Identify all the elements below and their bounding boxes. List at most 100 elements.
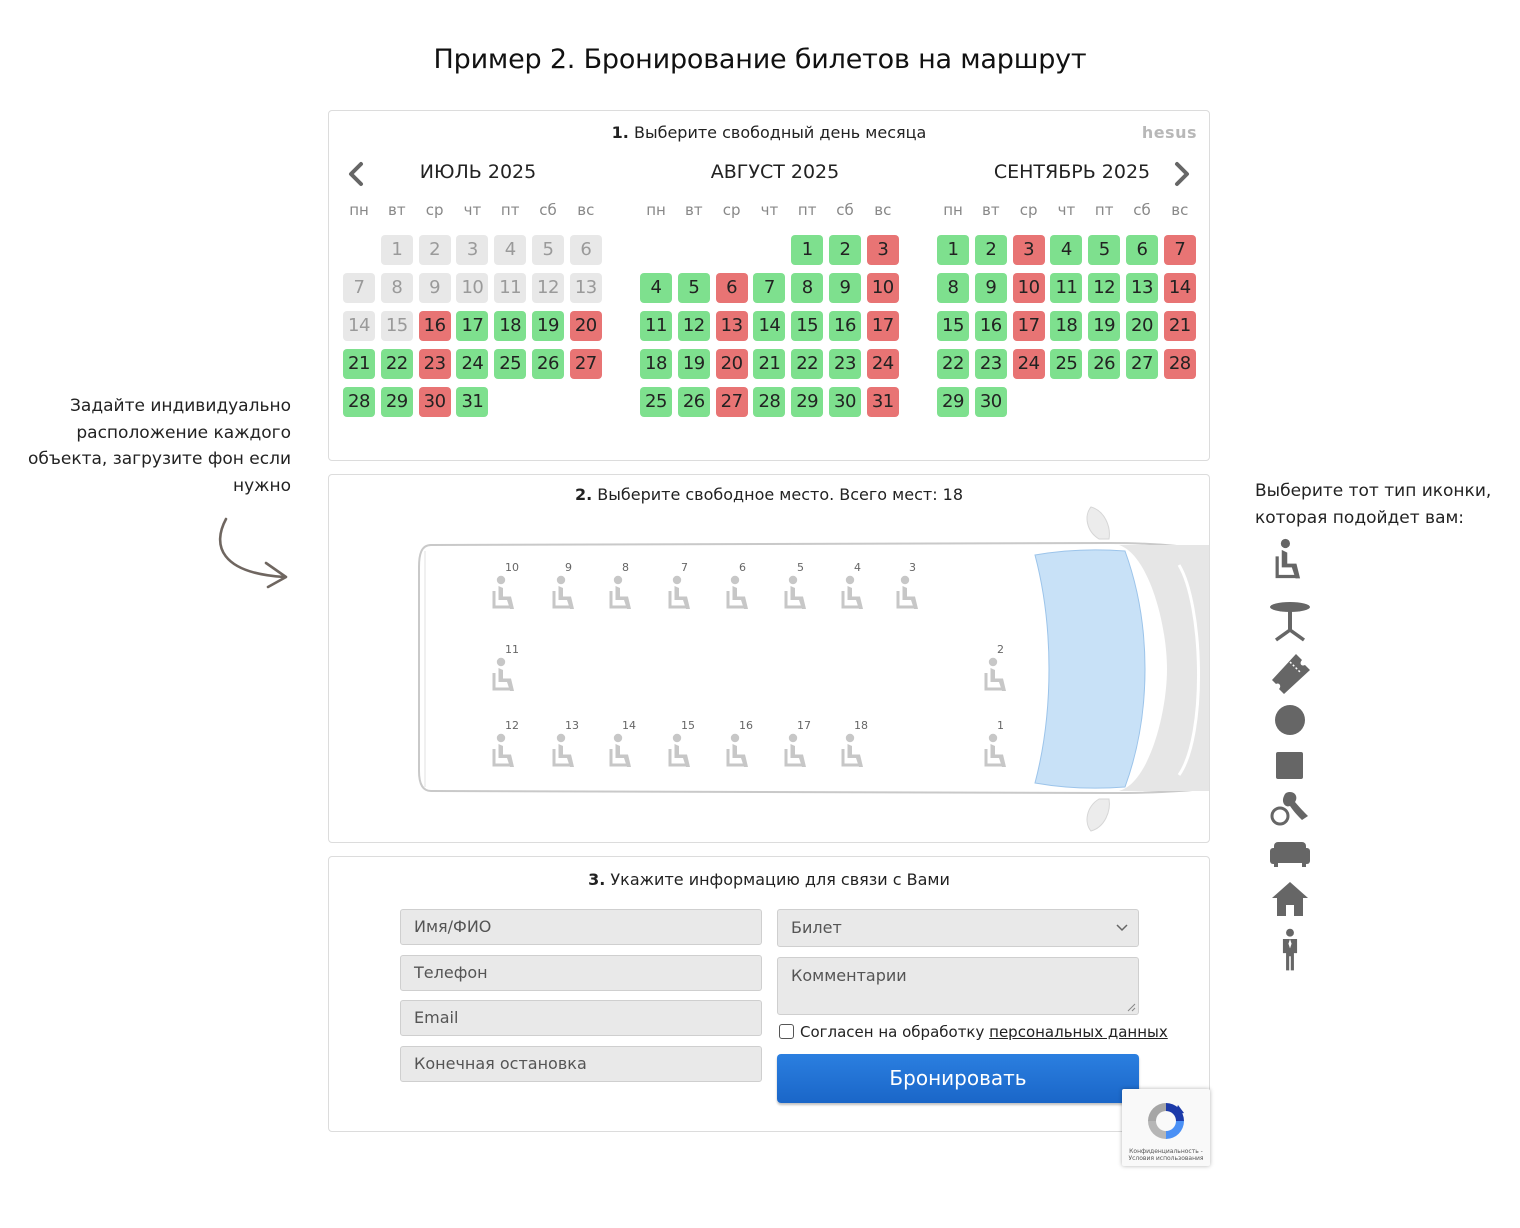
day-cell-free[interactable]: 25 (1050, 349, 1083, 379)
day-cell-free[interactable]: 15 (791, 311, 824, 341)
day-cell-free[interactable]: 5 (677, 273, 710, 303)
ticket-select[interactable]: Билет (777, 909, 1139, 947)
day-cell-free[interactable]: 11 (640, 311, 672, 341)
square-icon[interactable] (1268, 744, 1312, 788)
day-cell-free[interactable]: 9 (829, 273, 861, 303)
day-cell-free[interactable]: 23 (829, 349, 861, 379)
day-cell-free[interactable]: 22 (791, 349, 824, 379)
day-cell-free[interactable]: 29 (380, 387, 413, 417)
day-cell-free[interactable]: 23 (974, 349, 1007, 379)
day-cell-free[interactable]: 24 (456, 349, 489, 379)
day-cell-free[interactable]: 26 (1088, 349, 1121, 379)
day-cell-free[interactable]: 22 (937, 349, 969, 379)
seat[interactable]: 2 (983, 643, 1019, 699)
day-cell-free[interactable]: 13 (1126, 273, 1158, 303)
final-stop-input[interactable]: Конечная остановка (400, 1046, 762, 1082)
day-cell-free[interactable]: 8 (791, 273, 824, 303)
seat[interactable]: 6 (725, 561, 761, 617)
person-icon[interactable] (1268, 928, 1312, 972)
consent-checkbox[interactable] (779, 1024, 794, 1039)
day-cell-free[interactable]: 12 (1088, 273, 1121, 303)
day-cell-free[interactable]: 17 (456, 311, 489, 341)
day-cell-free[interactable]: 11 (1050, 273, 1083, 303)
name-input[interactable]: Имя/ФИО (400, 909, 762, 945)
seat[interactable]: 8 (608, 561, 644, 617)
book-button[interactable]: Бронировать (777, 1054, 1139, 1103)
day-cell-free[interactable]: 19 (532, 311, 564, 341)
day-cell-free[interactable]: 22 (380, 349, 413, 379)
day-cell-free[interactable]: 12 (677, 311, 710, 341)
day-cell-free[interactable]: 21 (753, 349, 786, 379)
seat[interactable]: 10 (491, 561, 527, 617)
day-cell-free[interactable]: 28 (343, 387, 375, 417)
day-cell-free[interactable]: 16 (974, 311, 1007, 341)
bus-outline (418, 506, 1209, 832)
seat[interactable]: 9 (551, 561, 587, 617)
seat[interactable]: 4 (840, 561, 876, 617)
day-cell-free[interactable]: 19 (677, 349, 710, 379)
day-cell-free[interactable]: 29 (937, 387, 969, 417)
day-cell-free[interactable]: 16 (829, 311, 861, 341)
seat[interactable]: 16 (725, 719, 761, 775)
day-cell-free[interactable]: 30 (974, 387, 1007, 417)
seat[interactable]: 5 (783, 561, 819, 617)
seat[interactable]: 13 (551, 719, 587, 775)
day-cell-free[interactable]: 21 (343, 349, 375, 379)
comment-textarea[interactable]: Комментарии (777, 957, 1139, 1015)
resize-handle-icon[interactable] (1126, 1002, 1136, 1012)
seat[interactable]: 14 (608, 719, 644, 775)
day-cell-free[interactable]: 18 (1050, 311, 1083, 341)
seat[interactable]: 1 (983, 719, 1019, 775)
day-cell-free[interactable]: 27 (1126, 349, 1158, 379)
recaptcha-badge[interactable]: Конфиденциальность - Условия использован… (1122, 1089, 1210, 1166)
seat[interactable]: 3 (895, 561, 931, 617)
day-cell-free[interactable]: 6 (1126, 235, 1158, 265)
day-cell-free[interactable]: 18 (494, 311, 527, 341)
seat[interactable]: 11 (491, 643, 527, 699)
circle-icon[interactable] (1268, 698, 1312, 742)
personal-data-link[interactable]: персональных данных (989, 1023, 1168, 1041)
next-month-icon[interactable] (1172, 161, 1192, 187)
day-cell-free[interactable]: 29 (791, 387, 824, 417)
day-cell-free[interactable]: 30 (829, 387, 861, 417)
day-cell-past: 6 (569, 235, 602, 265)
day-cell-free[interactable]: 8 (937, 273, 969, 303)
day-cell-free[interactable]: 25 (494, 349, 527, 379)
seat[interactable]: 12 (491, 719, 527, 775)
seat-number: 7 (681, 561, 688, 574)
seat[interactable]: 17 (783, 719, 819, 775)
phone-input[interactable]: Телефон (400, 955, 762, 991)
day-cell-free[interactable]: 26 (677, 387, 710, 417)
day-cell-free[interactable]: 19 (1088, 311, 1121, 341)
day-cell-free[interactable]: 7 (753, 273, 786, 303)
day-cell-free[interactable]: 18 (640, 349, 672, 379)
day-cell-free[interactable]: 25 (640, 387, 672, 417)
email-input[interactable]: Email (400, 1000, 762, 1036)
day-cell-free[interactable]: 1 (937, 235, 969, 265)
day-cell-busy: 20 (715, 349, 748, 379)
day-cell-free[interactable]: 2 (974, 235, 1007, 265)
day-cell-free[interactable]: 14 (753, 311, 786, 341)
day-cell-free[interactable]: 2 (829, 235, 861, 265)
day-cell-free[interactable]: 5 (1088, 235, 1121, 265)
day-cell-free[interactable]: 15 (937, 311, 969, 341)
weekday-label: сб (539, 201, 557, 219)
day-cell-free[interactable]: 4 (1050, 235, 1083, 265)
day-cell-free[interactable]: 26 (532, 349, 564, 379)
seat[interactable]: 18 (840, 719, 876, 775)
seat-icon[interactable] (1268, 538, 1312, 582)
day-cell-free[interactable]: 9 (974, 273, 1007, 303)
seat[interactable]: 7 (667, 561, 703, 617)
table-icon[interactable] (1268, 598, 1312, 642)
bowling-icon[interactable] (1268, 786, 1312, 830)
day-cell-free[interactable]: 4 (640, 273, 672, 303)
day-cell-free[interactable]: 31 (456, 387, 489, 417)
day-cell-free[interactable]: 1 (791, 235, 824, 265)
day-cell-free[interactable]: 28 (753, 387, 786, 417)
house-icon[interactable] (1268, 876, 1312, 920)
prev-month-icon[interactable] (346, 161, 366, 187)
ticket-icon[interactable] (1268, 650, 1312, 694)
seat[interactable]: 15 (667, 719, 703, 775)
day-cell-free[interactable]: 20 (1126, 311, 1158, 341)
sofa-icon[interactable] (1268, 830, 1312, 874)
